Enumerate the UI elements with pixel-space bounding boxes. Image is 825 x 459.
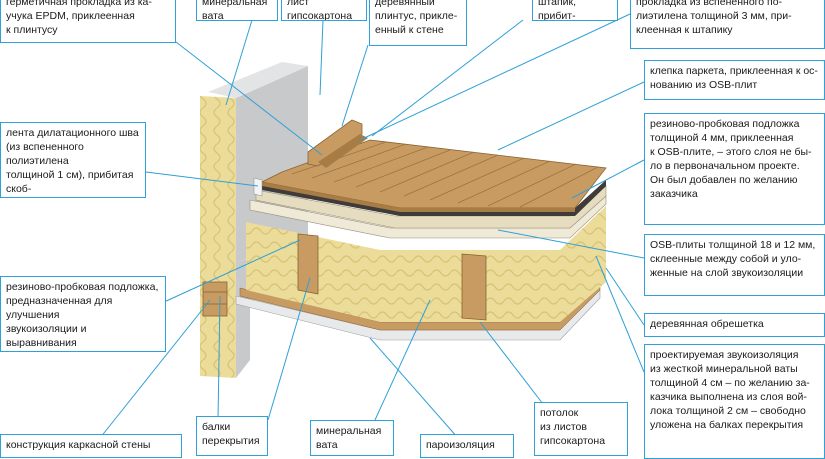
label-drywall-ceiling: потолок из листов гипсокартона — [534, 402, 628, 456]
shtapik — [318, 134, 368, 168]
wall-top-edge — [208, 62, 308, 98]
label-polyethylene-strip: прокладка из вспененного по- лиэтилена т… — [630, 0, 825, 49]
wall-insulation — [200, 96, 236, 378]
label-expansion-tape: лента дилатационного шва (из вспененного… — [0, 122, 146, 198]
label-shtapik: штапик, прибит- ый к полу — [532, 0, 618, 21]
wall-stud — [202, 281, 228, 317]
label-epdm-gasket: герметичная прокладка из ка- учука EPDM,… — [0, 0, 176, 43]
label-floor-beams: балки перекрытия — [196, 416, 268, 456]
mineral-wool-layer — [246, 206, 606, 322]
label-osb-plates: OSB-плиты толщиной 18 и 12 мм, склеенные… — [644, 234, 825, 296]
label-wooden-battens: деревянная обрешетка — [644, 313, 825, 337]
leader-lines — [99, 13, 645, 439]
parquet-strips — [291, 141, 599, 208]
label-vapor-barrier: пароизоляция — [420, 434, 514, 458]
beam-left — [297, 233, 319, 295]
label-frame-wall: конструкция каркасной стены — [0, 434, 182, 458]
label-mineral-wool-top: минеральная вата — [196, 0, 278, 21]
expansion-tape — [253, 177, 263, 197]
label-drywall-sheet: лист гипсокартона — [281, 0, 367, 21]
label-wooden-plinth: деревянный плинтус, прикле- енный к стен… — [369, 0, 467, 46]
label-cork-underlay-top: резиново-пробковая подложка толщиной 4 м… — [644, 113, 825, 225]
beam-middle — [461, 253, 487, 321]
label-sound-insulation: проектируемая звукоизоляция из жесткой м… — [644, 344, 825, 459]
parquet-front-edge — [262, 182, 575, 212]
label-parquet: клепка паркета, приклеенная к ос- новани… — [644, 60, 825, 100]
label-cork-underlay-bottom: резиново-пробковая подложка, предназначе… — [0, 276, 166, 352]
label-mineral-wool-bottom: минеральная вата — [310, 420, 394, 456]
